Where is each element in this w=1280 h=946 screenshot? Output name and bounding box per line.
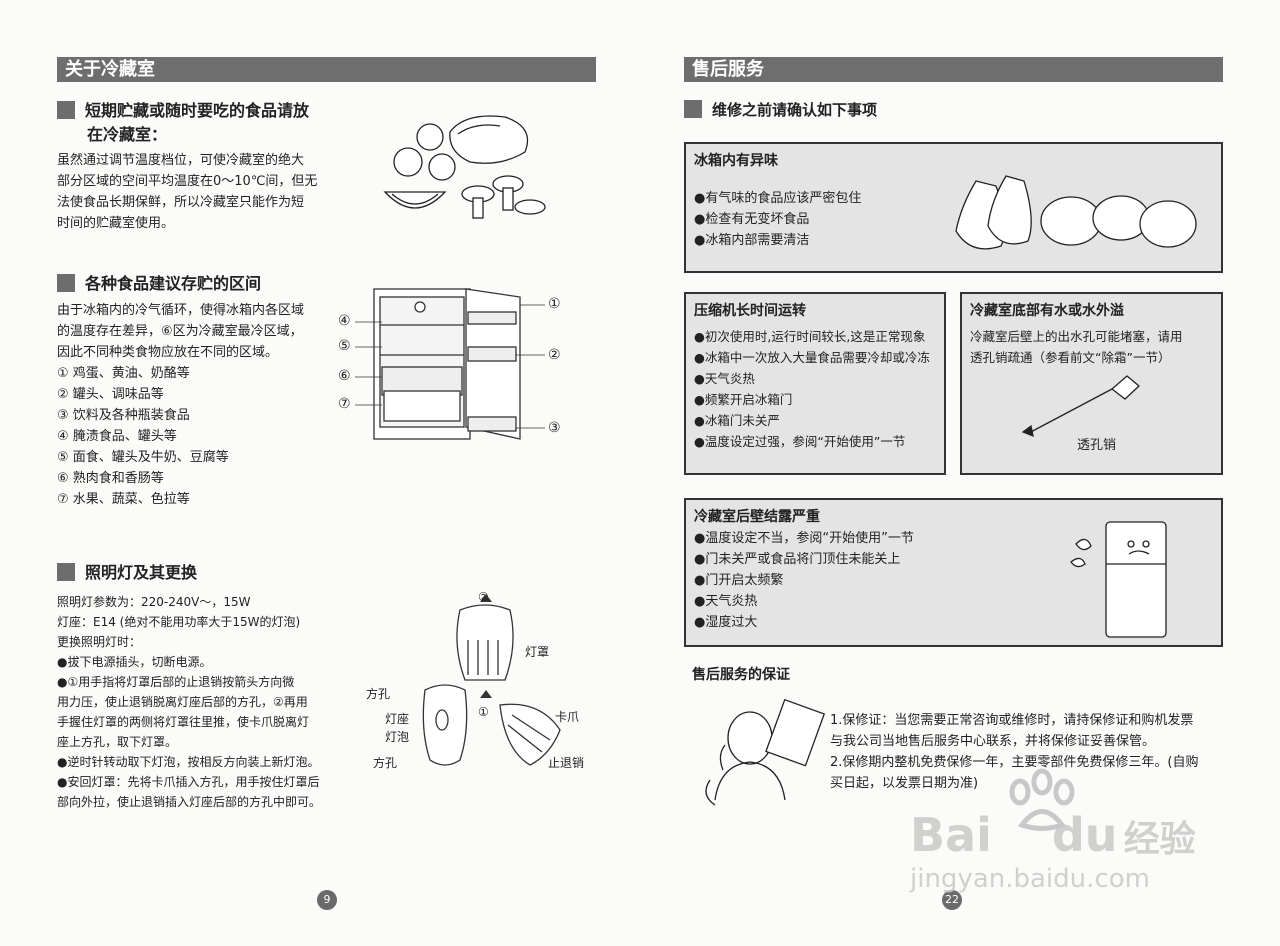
- meat-icon: [1139, 200, 1197, 248]
- page-number: 22: [942, 890, 962, 910]
- lamp-step2-label: ②: [478, 590, 489, 604]
- zone-item: ② 罐头、调味品等: [57, 387, 164, 402]
- lamp-replacement-diagram: [422, 594, 561, 766]
- drain-pin-label: 透孔销: [1077, 438, 1117, 453]
- square-hole-bottom-label: 方孔: [373, 756, 398, 770]
- zones-body: 由于冰箱内的冷气循环，使得冰箱内各区域 的温度存在差异，⑥区为冷藏室最冷区域， …: [57, 300, 304, 510]
- sweating-fridge-illustration: [1070, 521, 1167, 638]
- lamp-heading: 照明灯及其更换: [57, 562, 197, 584]
- lamp-cover-label: 灯罩: [525, 645, 550, 659]
- square-hole-top-label: 方孔: [366, 687, 391, 701]
- zone-label-1: ①: [548, 296, 561, 312]
- warranty-card-icon: [765, 698, 826, 767]
- meat-icon: [1040, 196, 1102, 246]
- arrow-icon: [480, 594, 492, 602]
- zone-label-2: ②: [548, 347, 561, 363]
- lamp-body: 照明灯参数为：220-240V～，15W 灯座：E14 (绝对不能用功率大于15…: [57, 595, 322, 809]
- watermark-url: jingyan.baidu.com: [910, 864, 1150, 894]
- zone-label-7: ⑦: [338, 396, 351, 412]
- zone-item: ① 鸡蛋、黄油、奶酪等: [57, 366, 190, 381]
- right-page: 售后服务 维修之前请确认如下事项 冰箱内有异味 ●有气味的食品应该严密包住 ●检…: [640, 0, 1280, 946]
- section-title-refrigerator: 关于冷藏室: [57, 57, 596, 82]
- food-illustration: [383, 115, 546, 219]
- short-term-heading: 短期贮藏或随时要吃的食品请放: [57, 100, 309, 122]
- short-term-heading-cont: 在冷藏室：: [87, 125, 168, 144]
- zone-item: ⑥ 熟肉食和香肠等: [57, 471, 164, 486]
- lamp-cover-removed-icon: [499, 703, 561, 766]
- lamp-step1-label: ①: [478, 705, 489, 719]
- section-title-service: 售后服务: [684, 57, 1223, 82]
- zones-heading: 各种食品建议存贮的区间: [57, 273, 261, 295]
- droplet-icon: [1070, 557, 1086, 568]
- box-water: 冷藏室底部有水或水外溢 冷藏室后壁上的出水孔可能堵塞，请用 透孔销疏通（参看前文…: [960, 292, 1223, 475]
- claw-label: 卡爪: [555, 710, 580, 724]
- zone-label-3: ③: [548, 420, 561, 436]
- square-bullet-icon: [57, 563, 75, 581]
- service-phone-illustration: [705, 698, 826, 806]
- box-odor: 冰箱内有异味 ●有气味的食品应该严密包住 ●检查有无变坏食品 ●冰箱内部需要清洁: [684, 142, 1223, 273]
- check-heading: 维修之前请确认如下事项: [684, 99, 877, 121]
- drain-pin-icon: [1021, 375, 1140, 438]
- person-icon: [727, 711, 773, 765]
- page-number: 9: [317, 890, 337, 910]
- chicken-leg-icon: [987, 175, 1032, 245]
- phone-icon: [719, 744, 726, 771]
- tomato-icon: [393, 147, 423, 177]
- droplet-icon: [1075, 538, 1092, 551]
- zone-label-6: ⑥: [338, 368, 351, 384]
- box-compressor: 压缩机长时间运转 ●初次使用时,运行时间较长,这是正常现象 ●冰箱中一次放入大量…: [684, 292, 946, 475]
- lamp-cover-icon: [456, 604, 514, 681]
- paw-logo-icon: [1009, 768, 1075, 831]
- socket-label: 灯座: [385, 712, 410, 726]
- spoiled-food-illustration: [955, 175, 1197, 250]
- zone-item: ④ 腌渍食品、罐头等: [57, 429, 177, 444]
- left-page: 关于冷藏室 短期贮藏或随时要吃的食品请放 在冷藏室： 虽然通过调节温度档位，可使…: [57, 57, 596, 910]
- short-term-body: 虽然通过调节温度档位，可使冷藏室的绝大 部分区域的空间平均温度在0～10℃间，但…: [57, 153, 318, 231]
- square-bullet-icon: [57, 274, 75, 292]
- fridge-zone-diagram: [355, 288, 545, 440]
- mushroom-icon: [514, 199, 546, 215]
- tomato-icon: [416, 123, 444, 151]
- tomato-icon: [428, 153, 456, 181]
- arrow-icon: [480, 690, 492, 698]
- warranty-heading: 售后服务的保证: [692, 667, 790, 683]
- zone-item: ⑤ 面食、罐头及牛奶、豆腐等: [57, 450, 229, 465]
- square-bullet-icon: [57, 101, 75, 119]
- watermelon-icon: [383, 191, 447, 209]
- zone-item: ③ 饮料及各种瓶装食品: [57, 408, 190, 423]
- warranty-body: 1.保修证：当您需要正常咨询或维修时，请持保修证和购机发票 与我公司当地售后服务…: [830, 713, 1199, 791]
- box-condensation: 冷藏室后壁结露严重 ●温度设定不当，参阅“开始使用”一节 ●门未关严或食品将门顶…: [684, 498, 1223, 647]
- stop-pin-label: 止退销: [548, 756, 585, 770]
- meat-icon: [449, 115, 529, 164]
- square-bullet-icon: [684, 100, 702, 118]
- zone-label-4: ④: [338, 313, 351, 329]
- zone-label-5: ⑤: [338, 338, 351, 354]
- zone-item: ⑦ 水果、蔬菜、色拉等: [57, 492, 190, 507]
- bulb-icon: [435, 709, 449, 731]
- bulb-label: 灯泡: [385, 730, 410, 744]
